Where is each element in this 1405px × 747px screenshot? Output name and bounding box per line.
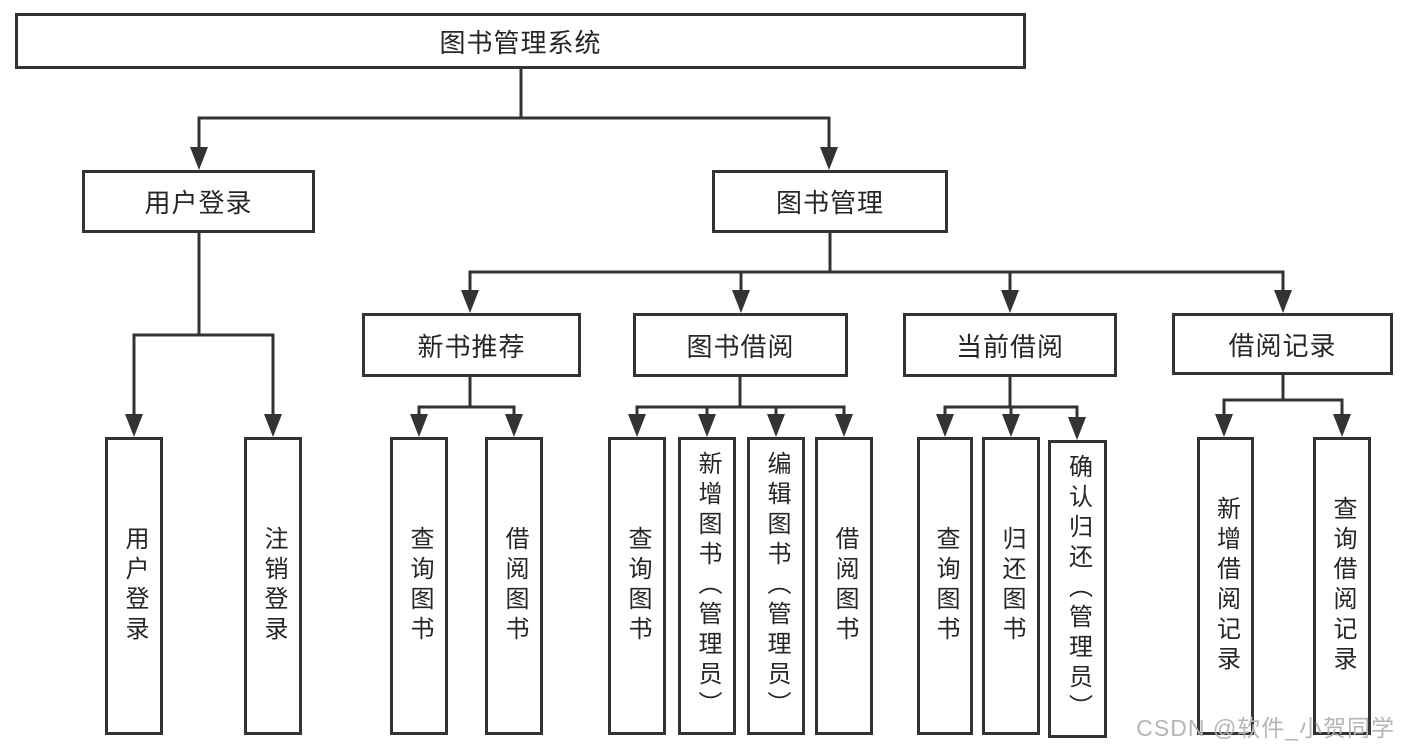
leaf-label: 借阅图书 — [501, 526, 528, 646]
node-book-borrowing: 图书借阅 — [633, 313, 848, 377]
leaf-query-books-recommend: 查询图书 — [390, 437, 448, 735]
node-root-system: 图书管理系统 — [15, 13, 1026, 69]
leaf-label: 注销登录 — [260, 526, 287, 646]
leaf-label: 新增图书（管理员） — [694, 451, 721, 721]
node-new-book-recommend: 新书推荐 — [362, 313, 581, 377]
leaf-label: 用户登录 — [121, 526, 148, 646]
leaf-add-borrow-record: 新增借阅记录 — [1197, 437, 1254, 735]
node-label: 借阅记录 — [1228, 330, 1337, 361]
node-label: 图书管理 — [775, 188, 884, 218]
node-user-login-branch: 用户登录 — [82, 170, 315, 233]
node-label: 新书推荐 — [417, 331, 526, 362]
leaf-label: 查询借阅记录 — [1329, 496, 1356, 676]
leaf-label: 查询图书 — [932, 526, 959, 646]
node-current-borrowing: 当前借阅 — [903, 313, 1117, 377]
leaf-label: 编辑图书（管理员） — [763, 451, 790, 721]
leaf-user-login: 用户登录 — [105, 437, 163, 735]
leaf-label: 归还图书 — [998, 526, 1025, 646]
node-borrow-records: 借阅记录 — [1172, 313, 1393, 375]
leaf-label: 借阅图书 — [831, 526, 858, 646]
node-label: 当前借阅 — [955, 331, 1064, 362]
leaf-borrow-books-recommend: 借阅图书 — [485, 437, 543, 735]
leaf-label: 确认归还（管理员） — [1064, 454, 1092, 724]
node-label: 用户登录 — [144, 188, 253, 218]
leaf-add-books-admin: 新增图书（管理员） — [678, 437, 736, 735]
leaf-label: 新增借阅记录 — [1212, 496, 1240, 676]
node-label: 图书管理系统 — [439, 27, 602, 58]
leaf-borrow-books: 借阅图书 — [815, 437, 873, 735]
leaf-query-books-current: 查询图书 — [917, 437, 973, 735]
node-book-management: 图书管理 — [712, 170, 948, 233]
leaf-query-books-borrowing: 查询图书 — [608, 437, 666, 735]
csdn-watermark: CSDN @软件_小贺同学 — [1136, 715, 1395, 741]
node-label: 图书借阅 — [686, 331, 795, 362]
leaf-label: 查询图书 — [624, 526, 651, 646]
leaf-edit-books-admin: 编辑图书（管理员） — [747, 437, 805, 735]
leaf-query-borrow-record: 查询借阅记录 — [1313, 437, 1371, 735]
leaf-label: 查询图书 — [406, 526, 433, 646]
leaf-confirm-return-admin: 确认归还（管理员） — [1048, 440, 1107, 738]
leaf-return-books: 归还图书 — [982, 437, 1040, 735]
leaf-logout: 注销登录 — [244, 437, 302, 735]
